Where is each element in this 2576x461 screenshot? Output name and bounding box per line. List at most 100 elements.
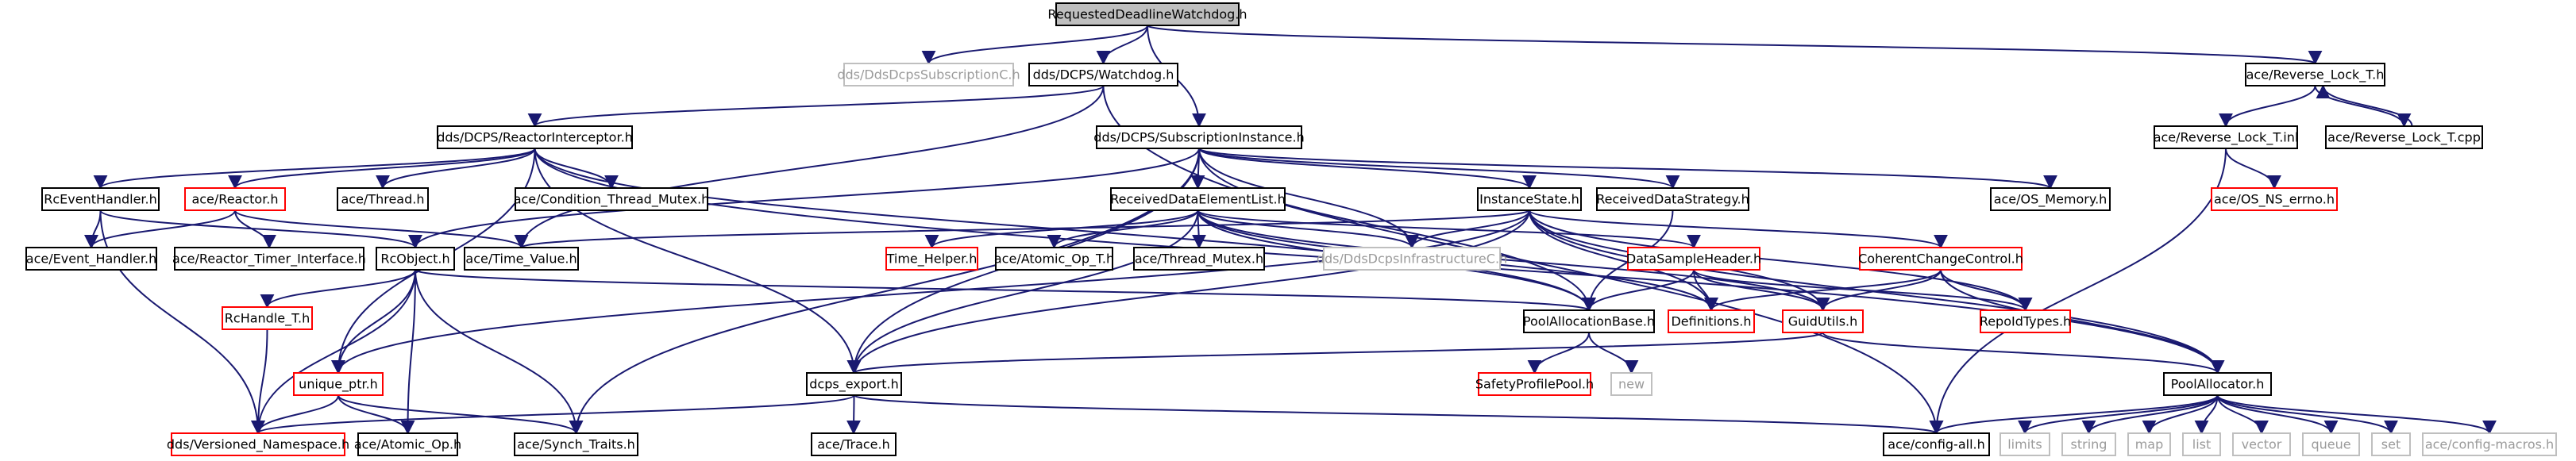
node-limits[interactable]: limits <box>1999 432 2050 456</box>
node-configmacros[interactable]: ace/config-macros.h <box>2422 432 2557 456</box>
node-guidutils[interactable]: GuidUtils.h <box>1782 309 1864 333</box>
node-reactortimer[interactable]: ace/Reactor_Timer_Interface.h <box>172 247 366 271</box>
node-reactor[interactable]: ace/Reactor.h <box>184 187 286 211</box>
edge-datasample-to-poolallocbase <box>1582 269 1695 312</box>
node-versioned[interactable]: dds/Versioned_Namespace.h <box>167 432 349 456</box>
node-set[interactable]: set <box>2371 432 2411 456</box>
node-queue[interactable]: queue <box>2302 432 2360 456</box>
node-label: dds/DCPS/Watchdog.h <box>1033 67 1174 83</box>
node-box <box>995 247 1113 271</box>
node-atomicopt[interactable]: ace/Atomic_Op_T.h <box>994 247 1114 271</box>
node-timehelper[interactable]: Time_Helper.h <box>885 247 978 271</box>
node-label: ace/OS_Memory.h <box>1994 192 2107 208</box>
node-box <box>1668 309 1755 333</box>
node-box <box>25 247 157 271</box>
node-poolallocator[interactable]: PoolAllocator.h <box>2163 372 2272 396</box>
node-atomicop[interactable]: ace/Atomic_Op.h <box>354 432 461 456</box>
node-timevalue[interactable]: ace/Time_Value.h <box>464 247 579 271</box>
node-vector[interactable]: vector <box>2232 432 2291 456</box>
edge-recvdataelem-to-atomicopt <box>1047 209 1199 249</box>
node-label: PoolAllocator.h <box>2171 377 2265 392</box>
node-osmemory[interactable]: ace/OS_Memory.h <box>1990 187 2111 211</box>
node-synchtraits[interactable]: ace/Synch_Traits.h <box>514 432 638 456</box>
node-new[interactable]: new <box>1610 372 1652 396</box>
node-watchdog[interactable]: dds/DCPS/Watchdog.h <box>1028 63 1178 86</box>
edge-instancestate-to-definitions <box>1529 209 1718 312</box>
node-box <box>1323 247 1501 271</box>
node-revlockcpp[interactable]: ace/Reverse_Lock_T.cpp <box>2325 125 2483 149</box>
node-label: RcEventHandler.h <box>44 192 157 207</box>
node-label: GuidUtils.h <box>1788 314 1858 329</box>
node-box <box>337 187 429 211</box>
edge-instancestate-to-coherent <box>1529 209 1948 249</box>
node-instancestate[interactable]: InstanceState.h <box>1477 187 1582 211</box>
edge-reactor-to-eventhandler <box>84 209 236 249</box>
node-label: Definitions.h <box>1671 314 1751 329</box>
node-dcpsexport[interactable]: dcps_export.h <box>806 372 902 396</box>
node-list[interactable]: list <box>2182 432 2221 456</box>
node-rchandle[interactable]: RcHandle_T.h <box>222 306 313 330</box>
node-osnserrno[interactable]: ace/OS_NS_errno.h <box>2211 187 2338 211</box>
node-box <box>1133 247 1265 271</box>
node-safetypool[interactable]: SafetyProfilePool.h <box>1475 372 1594 396</box>
node-ddsdcpsinfra[interactable]: dds/DdsDcpsInfrastructureC.h <box>1317 247 1507 271</box>
edge-subinst-to-recvdatastrat <box>1198 148 1680 190</box>
node-thread[interactable]: ace/Thread.h <box>337 187 429 211</box>
node-threadmutex[interactable]: ace/Thread_Mutex.h <box>1133 247 1265 271</box>
node-repoidtypes[interactable]: RepoIdTypes.h <box>1980 309 2071 333</box>
edge-rchandle-to-versioned <box>251 328 268 435</box>
edge-coherent-to-repoidtypes <box>1940 269 2033 312</box>
edge-instancestate-to-repoidtypes <box>1529 209 2033 312</box>
node-recvdataelem[interactable]: ReceivedDataElementList.h <box>1110 187 1286 211</box>
node-string[interactable]: string <box>2061 432 2116 456</box>
node-box <box>2182 432 2221 456</box>
node-label: PoolAllocationBase.h <box>1523 314 1655 329</box>
edge-watchdog-to-timevalue <box>514 85 1105 249</box>
node-label: ace/Event_Handler.h <box>26 252 156 267</box>
node-ddsdcpssubc[interactable]: dds/DdsDcpsSubscriptionC.h <box>837 63 1020 86</box>
node-box <box>1627 247 1760 271</box>
node-trace[interactable]: ace/Trace.h <box>811 432 897 456</box>
node-configall[interactable]: ace/config-all.h <box>1883 432 1990 456</box>
node-uniqueptr[interactable]: unique_ptr.h <box>293 372 384 396</box>
node-datasample[interactable]: DataSampleHeader.h <box>1626 247 1761 271</box>
node-label: RcObject.h <box>380 252 449 267</box>
node-revlockinl[interactable]: ace/Reverse_Lock_T.inl <box>2154 125 2299 149</box>
node-recvdatastrat[interactable]: ReceivedDataStrategy.h <box>1596 187 1749 211</box>
edge-poolallocbase-to-safetypool <box>1527 332 1590 375</box>
node-box <box>2154 125 2298 149</box>
node-label: list <box>2192 437 2212 452</box>
node-box <box>222 306 313 330</box>
node-label: DataSampleHeader.h <box>1626 252 1761 267</box>
node-condmutex[interactable]: ace/Condition_Thread_Mutex.h <box>514 187 710 211</box>
edge-subinst-to-poolallocbase <box>1198 148 1596 312</box>
node-poolallocbase[interactable]: PoolAllocationBase.h <box>1523 309 1655 333</box>
node-rceventhandler[interactable]: RcEventHandler.h <box>41 187 160 211</box>
node-box <box>184 187 286 211</box>
node-root[interactable]: RequestedDeadlineWatchdog.h <box>1047 2 1248 26</box>
node-reactorint[interactable]: dds/DCPS/ReactorInterceptor.h <box>437 125 633 149</box>
node-label: ace/Trace.h <box>817 437 890 452</box>
edge-instancestate-to-timevalue <box>515 209 1530 249</box>
edge-poolallocator-to-configall <box>1929 394 2219 435</box>
edge-subinst-to-rcobject <box>408 148 1200 249</box>
node-eventhandler[interactable]: ace/Event_Handler.h <box>25 247 157 271</box>
node-label: Time_Helper.h <box>886 252 978 267</box>
edge-uniqueptr-to-synchtraits <box>337 394 584 435</box>
edge-guidutils-to-poolallocator <box>1822 332 2225 375</box>
node-box <box>1478 372 1591 396</box>
node-label: ace/Synch_Traits.h <box>517 437 635 453</box>
node-coherent[interactable]: CoherentChangeControl.h <box>1858 247 2023 271</box>
node-box <box>1096 125 1302 149</box>
node-box <box>171 432 345 456</box>
node-definitions[interactable]: Definitions.h <box>1668 309 1755 333</box>
node-box <box>843 63 1014 86</box>
node-revlock[interactable]: ace/Reverse_Lock_T.h <box>2245 63 2385 86</box>
edge-reactorint-to-thread <box>376 148 536 190</box>
edge-rcobject-to-atomicop <box>400 269 416 435</box>
node-subinst[interactable]: dds/DCPS/SubscriptionInstance.h <box>1093 125 1305 149</box>
node-label: ace/Thread_Mutex.h <box>1135 252 1263 267</box>
node-rcobject[interactable]: RcObject.h <box>376 247 455 271</box>
node-map[interactable]: map <box>2127 432 2171 456</box>
